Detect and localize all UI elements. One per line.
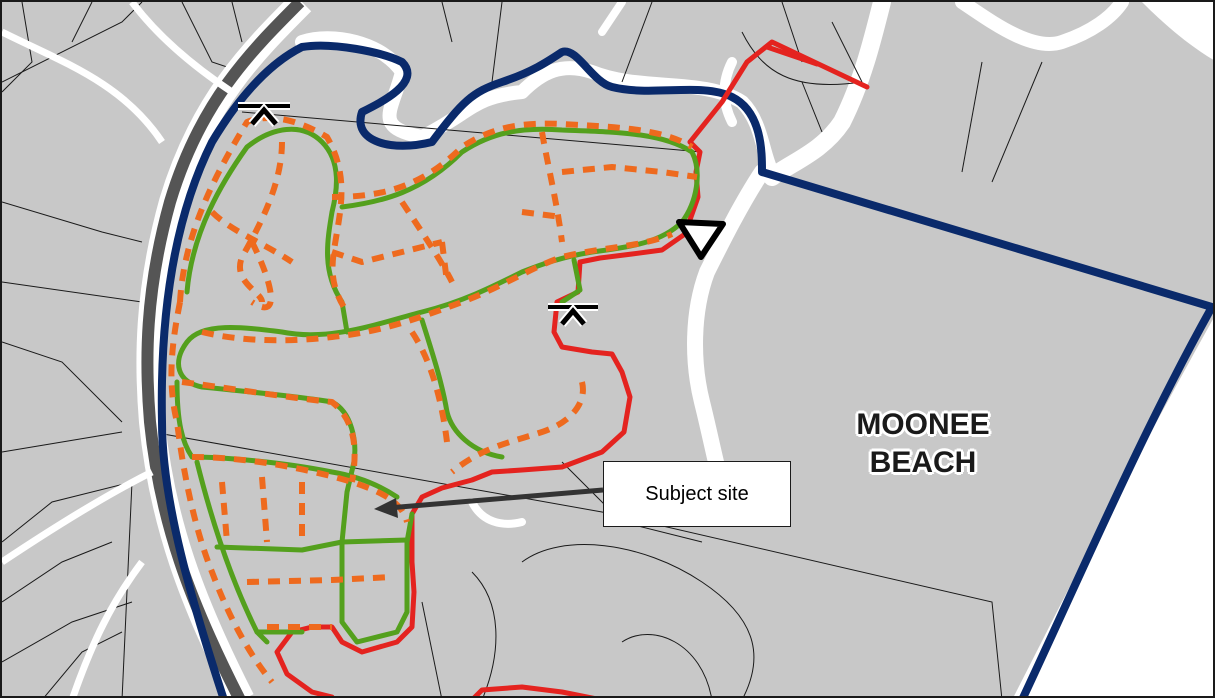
callout-label: Subject site xyxy=(645,482,749,505)
subject-site-callout: Subject site xyxy=(603,461,791,527)
picnic-area-icon xyxy=(238,102,290,127)
callout-arrow-line xyxy=(387,487,604,511)
side-roads xyxy=(2,2,234,696)
existing-track xyxy=(274,39,870,696)
callout-arrowhead xyxy=(374,498,398,518)
park-boundary xyxy=(157,41,1213,696)
picnic-area-icon xyxy=(548,303,598,327)
place-label-moonee-beach: MOONEE BEACH xyxy=(828,406,1018,482)
place-label-line2: BEACH xyxy=(869,446,977,479)
place-label-line1: MOONEE xyxy=(856,408,990,441)
ocean-area-top xyxy=(1142,2,1213,60)
dashed-tracks xyxy=(168,114,698,684)
lookout-triangle-icon xyxy=(676,219,726,260)
